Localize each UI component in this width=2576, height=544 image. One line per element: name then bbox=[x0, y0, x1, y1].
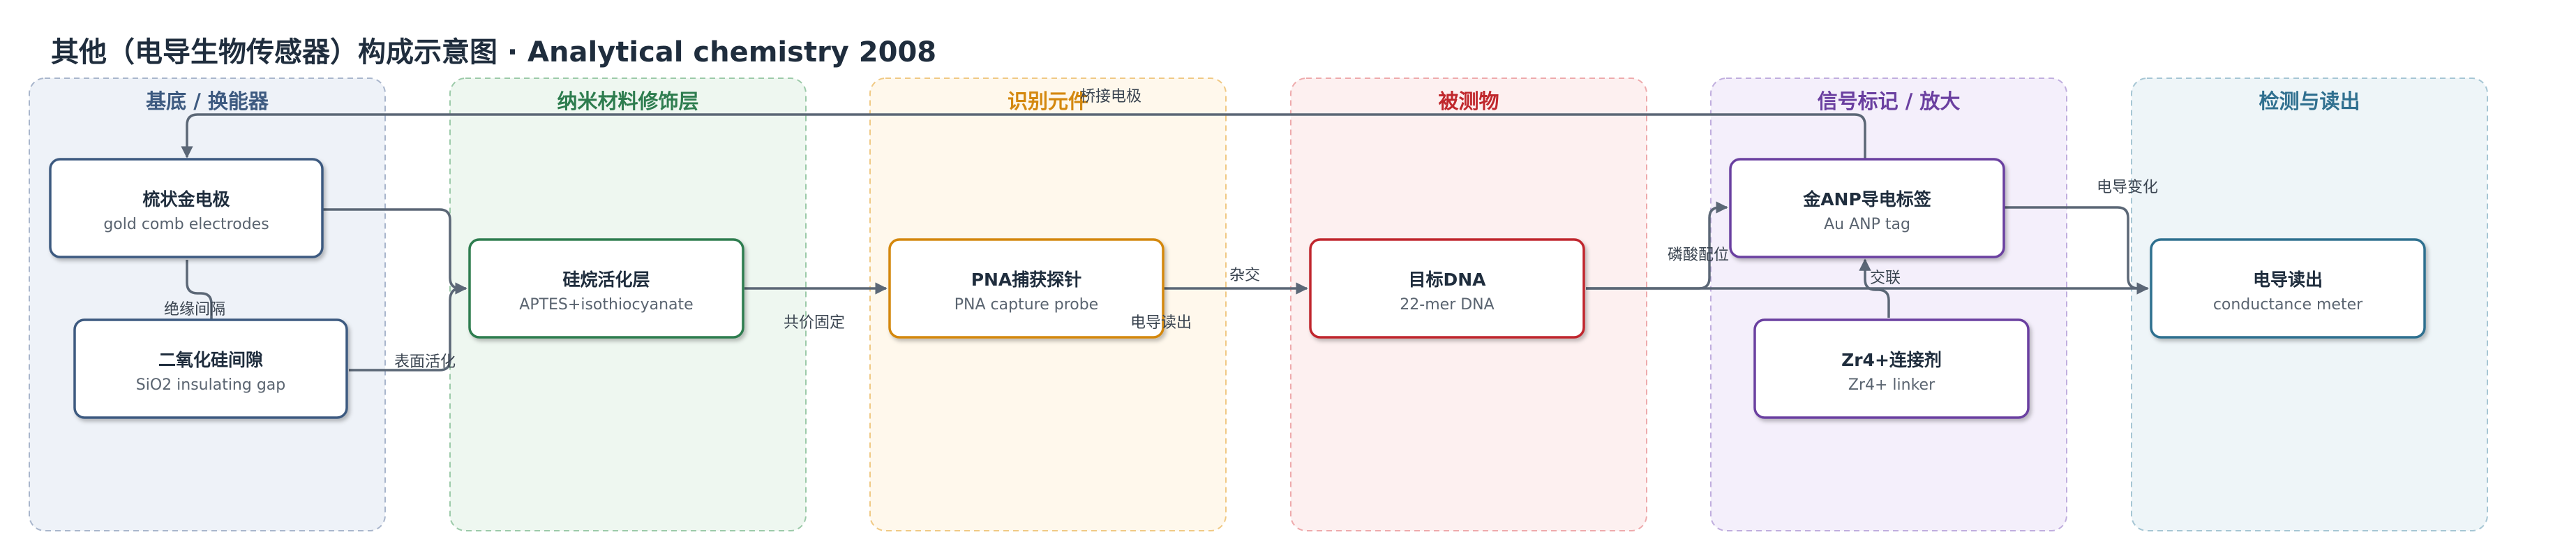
node-silane: 硅烷活化层 APTES+isothiocyanate bbox=[468, 238, 744, 339]
node-sio2: 二氧化硅间隙 SiO2 insulating gap bbox=[73, 318, 348, 419]
lane-recognition-title: 识别元件 bbox=[1008, 89, 1088, 113]
edges bbox=[181, 113, 2149, 372]
node-dna-box bbox=[1309, 238, 1585, 339]
lane-nanomaterial-title: 纳米材料修饰层 bbox=[557, 89, 698, 113]
node-sio2-box bbox=[73, 318, 348, 419]
node-meter: 电导读出 conductance meter bbox=[2150, 238, 2426, 339]
edge-dna-anp bbox=[1586, 201, 1728, 290]
node-zr: Zr4+连接剂 Zr4+ linker bbox=[1753, 318, 2030, 419]
node-silane-box bbox=[468, 238, 744, 339]
node-meter-subtitle: conductance meter bbox=[2213, 296, 2363, 314]
node-anp: 金ANP导电标签 Au ANP tag bbox=[1729, 158, 2005, 258]
node-dna-title: 目标DNA bbox=[1408, 270, 1486, 290]
edge-label-hybridization: 杂交 bbox=[1229, 267, 1260, 284]
lane-readout-title: 检测与读出 bbox=[2259, 89, 2360, 113]
node-zr-box bbox=[1753, 318, 2030, 419]
edge-label-phosphate-coordination: 磷酸配位 bbox=[1668, 247, 1729, 264]
edge-sio2-silane bbox=[349, 287, 461, 372]
node-dna-subtitle: 22-mer DNA bbox=[1400, 296, 1494, 314]
node-anp-subtitle: Au ANP tag bbox=[1824, 216, 1910, 233]
node-dna: 目标DNA 22-mer DNA bbox=[1309, 238, 1585, 339]
diagram-title: 其他（电导生物传感器）构成示意图 · Analytical chemistry … bbox=[51, 36, 936, 68]
node-sio2-title: 二氧化硅间隙 bbox=[158, 350, 263, 370]
edge-label-conductance-readout: 电导读出 bbox=[1130, 314, 1192, 332]
node-pna-subtitle: PNA capture probe bbox=[954, 296, 1098, 314]
lane-substrate-title: 基底 / 换能器 bbox=[146, 89, 269, 113]
lane-analyte-title: 被测物 bbox=[1438, 89, 1499, 113]
node-silane-title: 硅烷活化层 bbox=[562, 270, 650, 290]
edge-label-covalent-immobilization: 共价固定 bbox=[784, 314, 845, 332]
node-pna: PNA捕获探针 PNA capture probe bbox=[888, 238, 1165, 339]
edge-label-crosslink: 交联 bbox=[1870, 270, 1901, 287]
node-silane-subtitle: APTES+isothiocyanate bbox=[519, 296, 693, 314]
edge-label-insulating-gap: 绝缘间隔 bbox=[164, 301, 225, 318]
edge-label-conductance-change: 电导变化 bbox=[2097, 179, 2158, 196]
node-anp-box bbox=[1729, 158, 2005, 258]
node-comb-title: 梳状金电极 bbox=[142, 189, 230, 209]
lane-signal-title: 信号标记 / 放大 bbox=[1818, 89, 1961, 113]
edge-comb-sio2 bbox=[186, 260, 213, 320]
edge-label-surface-activation: 表面活化 bbox=[394, 353, 456, 371]
node-zr-subtitle: Zr4+ linker bbox=[1848, 376, 1935, 394]
node-comb-subtitle: gold comb electrodes bbox=[103, 216, 269, 233]
node-pna-title: PNA捕获探针 bbox=[971, 270, 1082, 290]
edge-anp-comb bbox=[181, 113, 1866, 159]
edge-label-bridge-electrode: 桥接电极 bbox=[1080, 88, 1141, 105]
node-sio2-subtitle: SiO2 insulating gap bbox=[136, 376, 286, 394]
node-comb-box bbox=[49, 158, 324, 258]
node-meter-title: 电导读出 bbox=[2253, 270, 2323, 290]
edge-anp-meter bbox=[2001, 206, 2149, 295]
node-pna-box bbox=[888, 238, 1165, 339]
node-zr-title: Zr4+连接剂 bbox=[1841, 350, 1942, 370]
node-meter-box bbox=[2150, 238, 2426, 339]
node-comb: 梳状金电极 gold comb electrodes bbox=[49, 158, 324, 258]
edge-zr-anp bbox=[1859, 258, 1890, 318]
node-anp-title: 金ANP导电标签 bbox=[1802, 189, 1932, 209]
edge-labels: 绝缘间隔 表面活化 共价固定 杂交 磷酸配位 交联 桥接电极 电导变化 电导读出 bbox=[164, 88, 2158, 371]
